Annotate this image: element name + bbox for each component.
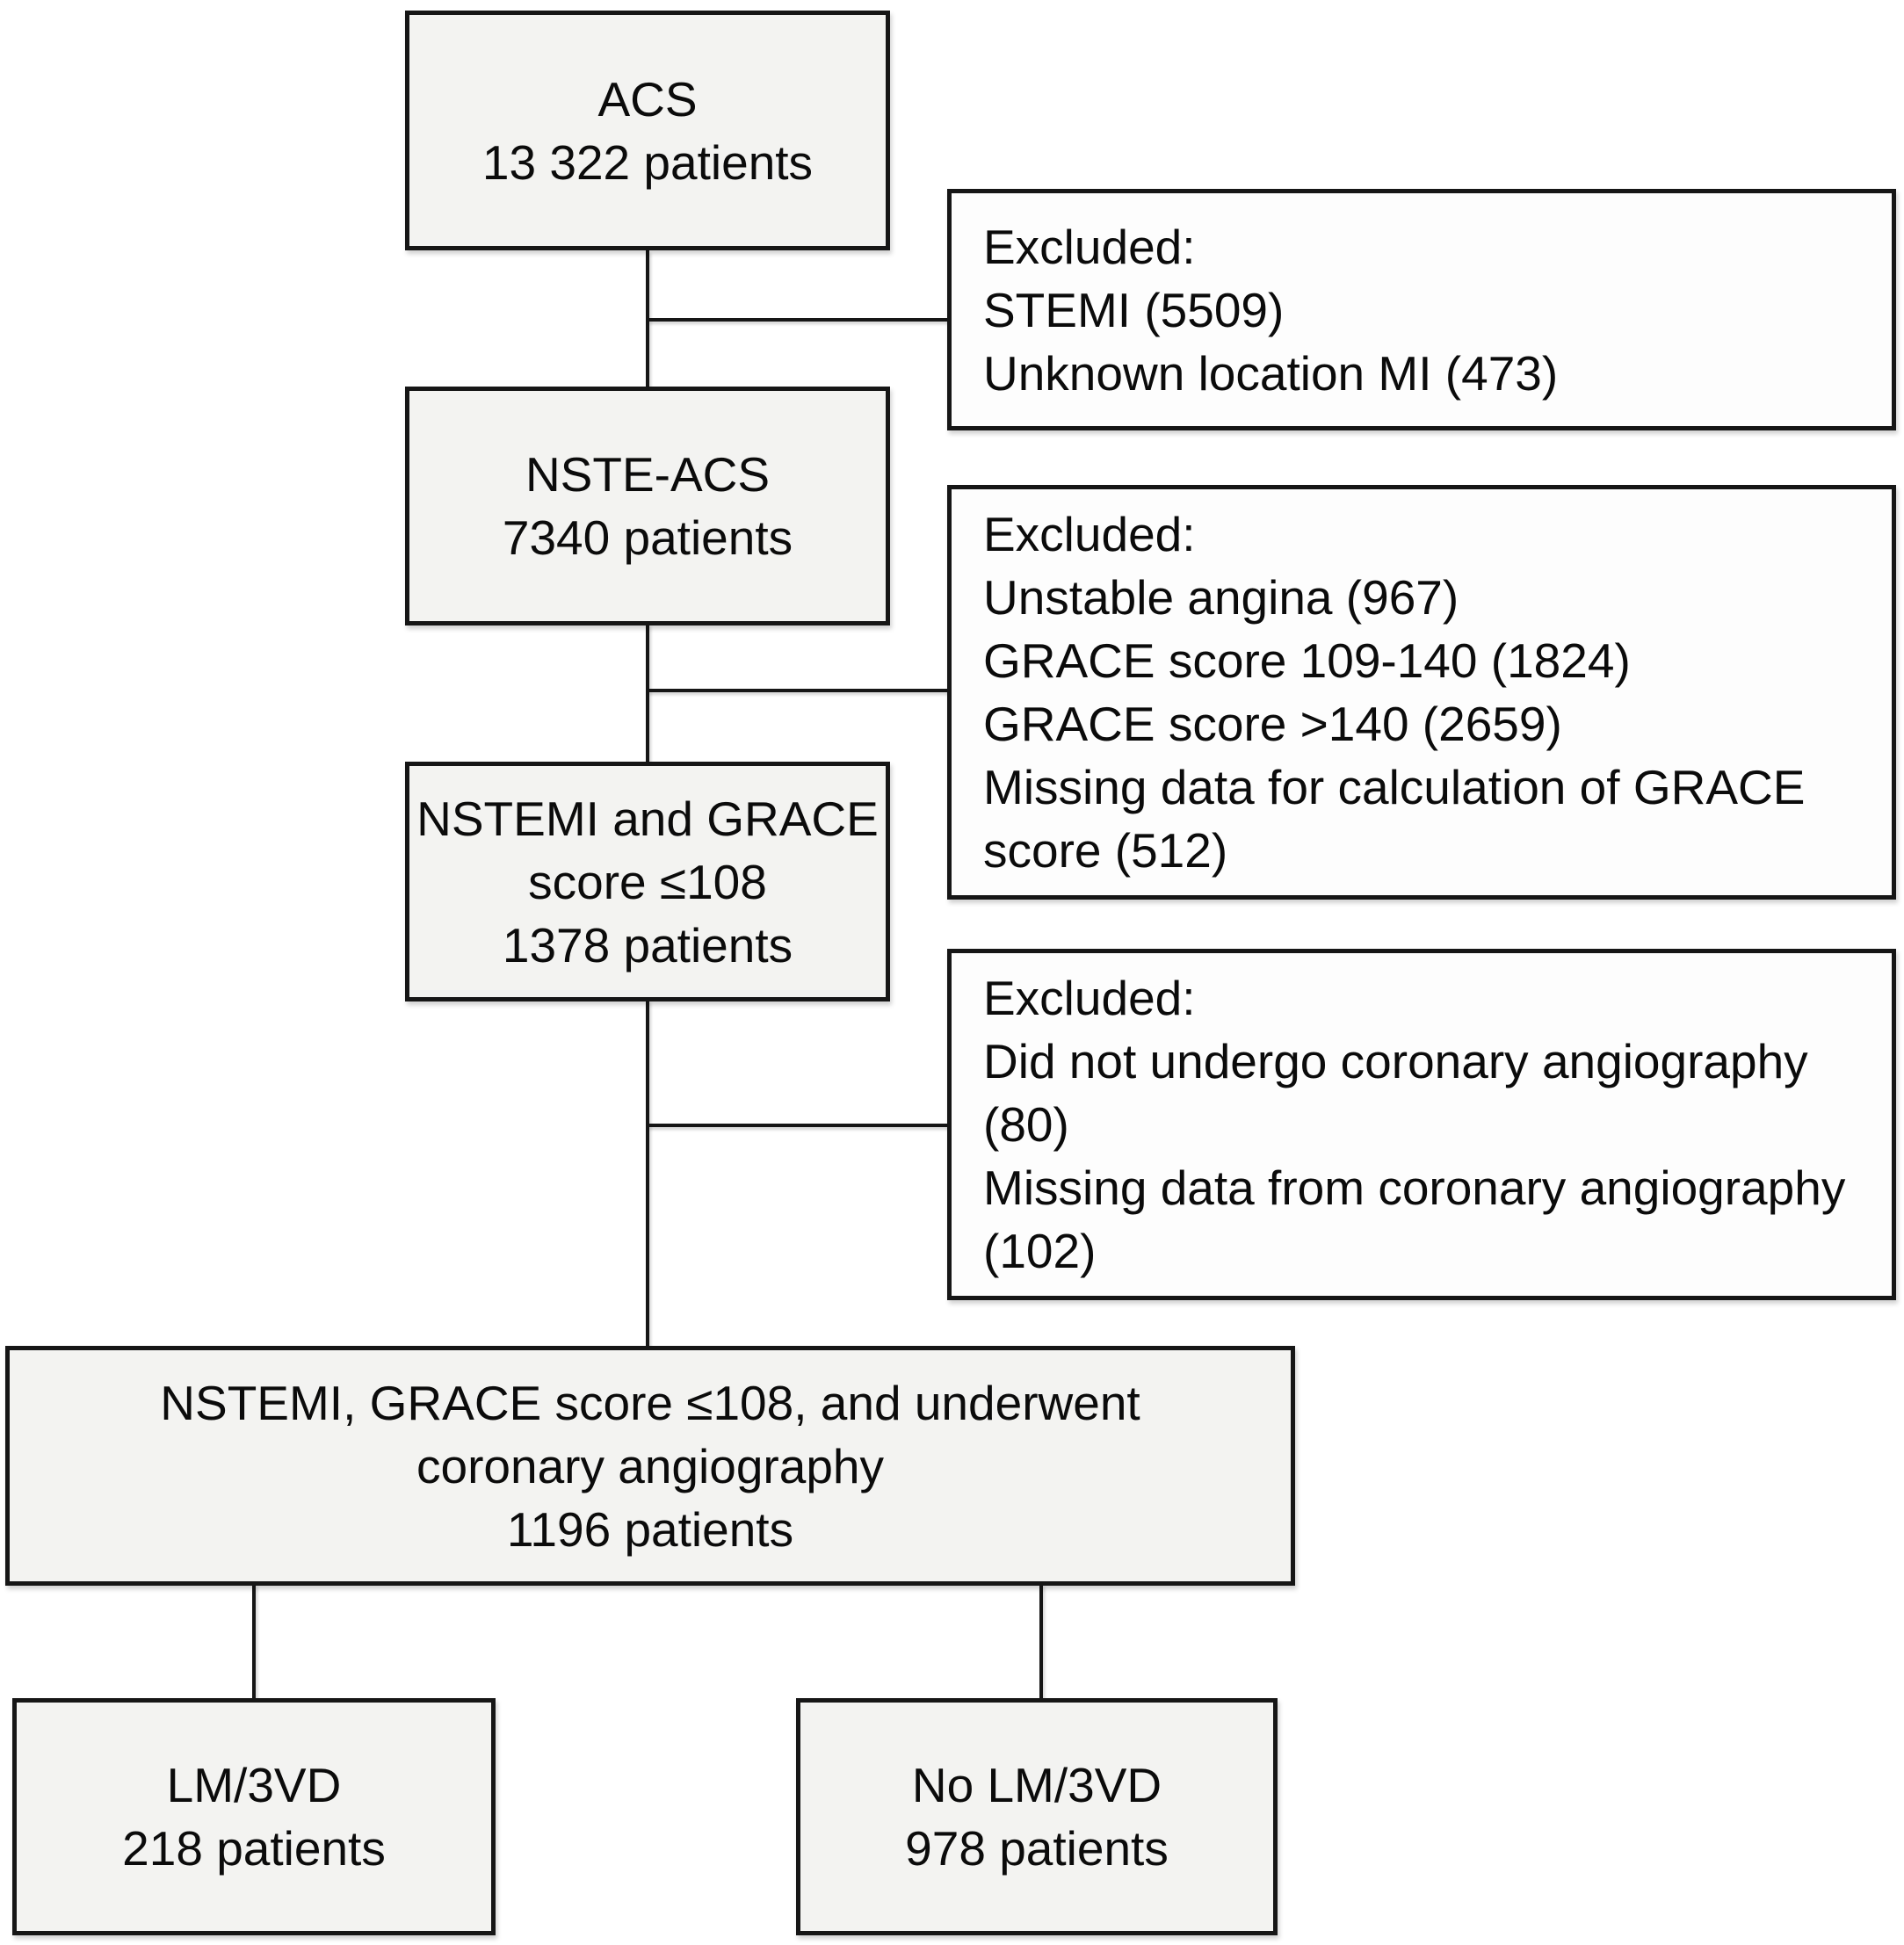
node-title: NSTE-ACS — [525, 447, 771, 502]
excluded-item: Did not undergo coronary angiography (80… — [983, 1034, 1808, 1152]
flow-node-no-lm3vd: No LM/3VD 978 patients — [796, 1698, 1278, 1935]
excluded-item: Unstable angina (967) — [983, 570, 1459, 625]
flow-node-excluded-grace: Excluded: Unstable angina (967) GRACE sc… — [947, 485, 1896, 900]
node-title: No LM/3VD — [911, 1758, 1162, 1812]
node-title: score ≤108 — [528, 854, 767, 909]
flow-node-acs: ACS 13 322 patients — [405, 11, 890, 250]
node-title: NSTEMI, GRACE score ≤108, and underwent — [160, 1375, 1140, 1430]
connector-final-to-lm3vd — [252, 1584, 256, 1700]
excluded-item: Missing data for calculation of GRACE sc… — [983, 760, 1806, 878]
excluded-heading: Excluded: — [983, 219, 1196, 274]
connector-branch-excluded-angiography — [648, 1124, 949, 1127]
node-count: 13 322 patients — [481, 134, 814, 190]
flow-node-excluded-angiography: Excluded: Did not undergo coronary angio… — [947, 949, 1896, 1300]
node-count: 218 patients — [122, 1821, 386, 1876]
connector-branch-excluded-stemi — [648, 318, 949, 322]
connector-branch-excluded-grace — [648, 689, 949, 692]
flow-node-nstemi-grace: NSTEMI and GRACE score ≤108 1378 patient… — [405, 762, 890, 1001]
excluded-heading: Excluded: — [983, 507, 1196, 561]
node-count: 7340 patients — [502, 510, 793, 565]
flow-node-final-cohort: NSTEMI, GRACE score ≤108, and underwent … — [5, 1346, 1295, 1586]
excluded-heading: Excluded: — [983, 971, 1196, 1025]
flow-node-lm3vd: LM/3VD 218 patients — [12, 1698, 496, 1935]
excluded-item: Unknown location MI (473) — [983, 345, 1559, 401]
node-count: 1196 patients — [506, 1501, 794, 1557]
node-title: ACS — [597, 71, 698, 127]
connector-nsteacs-to-nstemi — [646, 624, 649, 763]
node-title: LM/3VD — [166, 1758, 342, 1812]
node-title: NSTEMI and GRACE — [416, 791, 879, 846]
flow-node-nste-acs: NSTE-ACS 7340 patients — [405, 387, 890, 625]
node-title: coronary angiography — [416, 1438, 884, 1493]
node-count: 978 patients — [905, 1821, 1169, 1876]
connector-final-to-nolm3vd — [1039, 1584, 1043, 1700]
connector-nstemi-to-final — [646, 1000, 649, 1348]
excluded-item: GRACE score 109-140 (1824) — [983, 633, 1631, 688]
excluded-item: STEMI (5509) — [983, 282, 1285, 337]
excluded-item: Missing data from coronary angiography (… — [983, 1160, 1846, 1278]
flow-node-excluded-stemi: Excluded: STEMI (5509) Unknown location … — [947, 189, 1896, 430]
excluded-item: GRACE score >140 (2659) — [983, 697, 1562, 751]
node-count: 1378 patients — [502, 917, 793, 972]
